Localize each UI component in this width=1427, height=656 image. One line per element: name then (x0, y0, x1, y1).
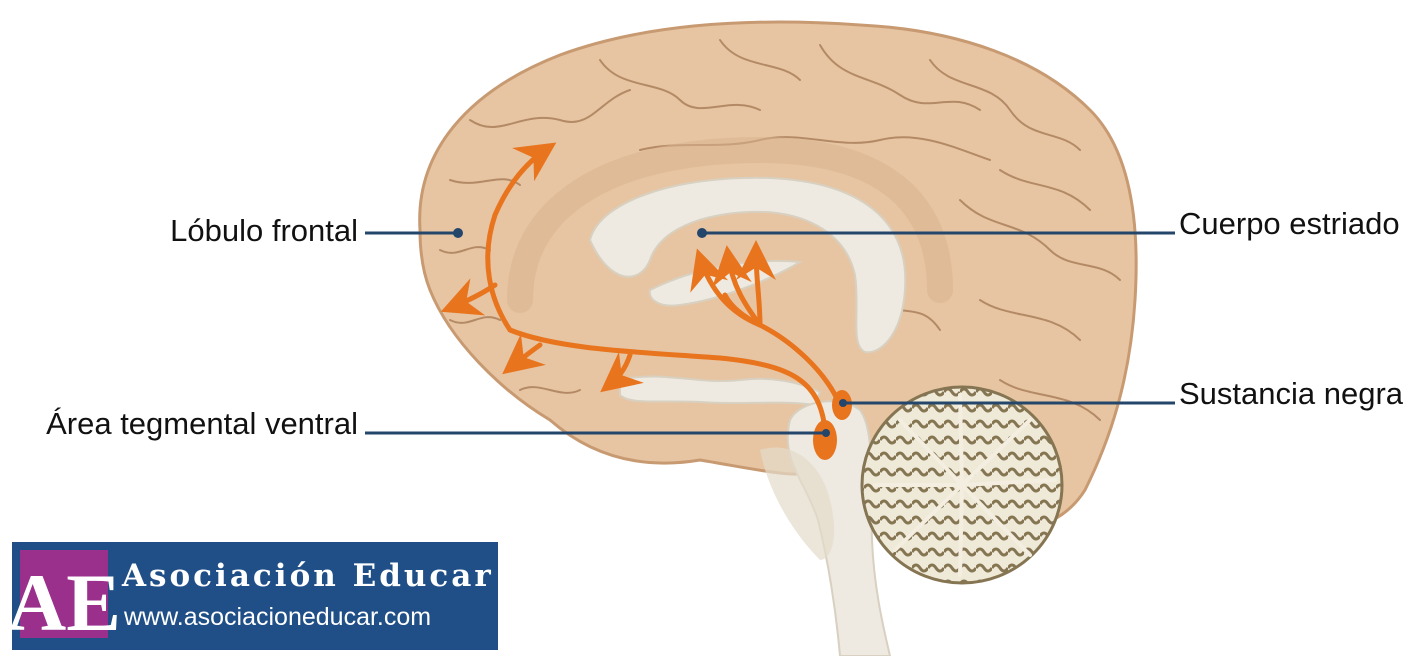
asociacion-educar-logo[interactable]: AE Asociación Educar www.asociacioneduca… (7, 542, 498, 650)
label-frontal-lobe: Lóbulo frontal (170, 213, 358, 248)
frontal-dot (453, 228, 463, 238)
sn-dot (839, 399, 847, 407)
logo-url[interactable]: www.asociacioneducar.com (123, 603, 431, 631)
label-vta: Área tegmental ventral (46, 406, 358, 441)
striatum-dot (697, 228, 707, 238)
label-substantia-negra: Sustancia negra (1179, 376, 1404, 411)
label-striatum: Cuerpo estriado (1179, 206, 1400, 241)
logo-monogram: AE (7, 557, 121, 648)
logo-title: Asociación Educar (121, 558, 494, 594)
vta-nucleus (813, 420, 837, 460)
vta-dot (822, 429, 830, 437)
